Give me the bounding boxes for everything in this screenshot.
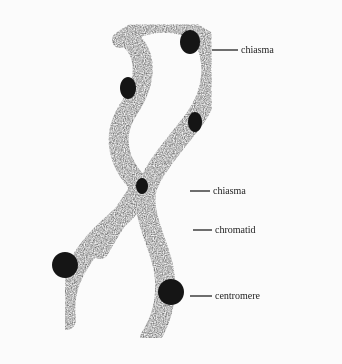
label-chiasma-middle: chiasma (213, 186, 246, 197)
dark-band (120, 77, 136, 99)
label-chiasma-top: chiasma (241, 45, 274, 56)
dark-band (188, 112, 202, 132)
label-centromere: centromere (215, 291, 261, 302)
centromere-right (158, 279, 184, 305)
label-chromatid: chromatid (215, 225, 256, 236)
chiasma-top-mark (180, 30, 200, 54)
chiasma-middle-mark (136, 178, 148, 194)
centromere-left (52, 252, 78, 278)
